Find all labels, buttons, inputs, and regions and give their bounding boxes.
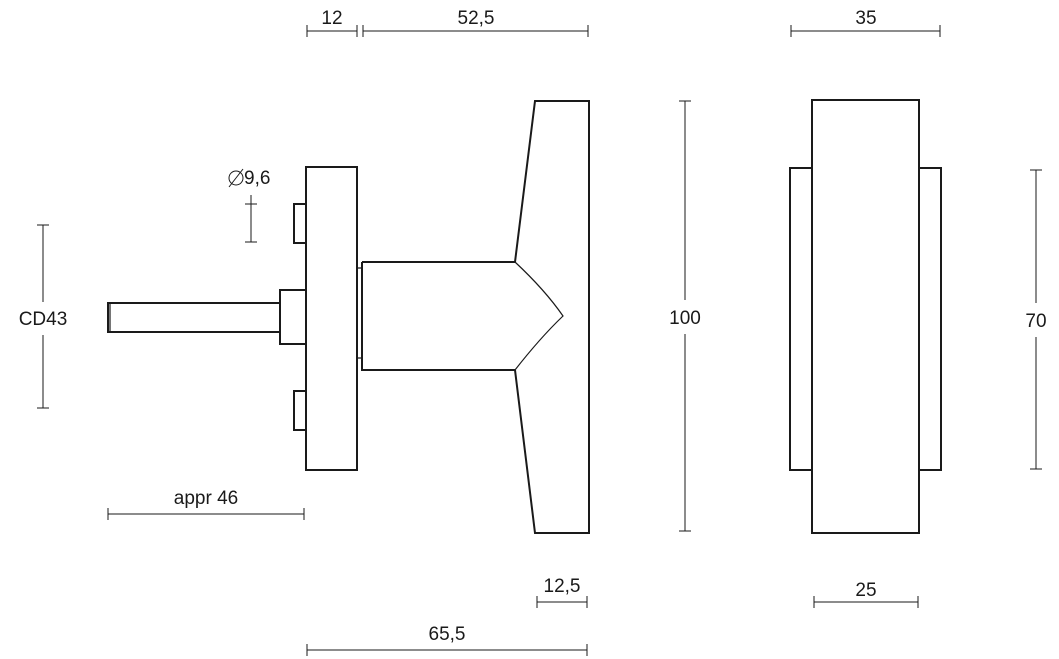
dim-label-52-5: 52,5: [458, 8, 495, 29]
spindle-collar: [279, 289, 307, 345]
dim-label-appr-46: appr 46: [174, 488, 238, 509]
dim-label-cd43: CD43: [19, 309, 68, 330]
dim-label-65-5: 65,5: [429, 624, 466, 645]
dim-label-12-5: 12,5: [544, 576, 581, 597]
diameter-symbol-icon: [228, 168, 244, 188]
dim-label-diameter: 9,6: [244, 168, 270, 189]
dim-label-70: 70: [1025, 311, 1046, 332]
dim-label-35: 35: [855, 8, 876, 29]
front-view: [107, 100, 590, 534]
screw-boss-bottom: [293, 390, 307, 431]
side-grip: [811, 99, 920, 534]
knob-neck: [361, 261, 515, 371]
dim-label-12: 12: [321, 8, 342, 29]
dimension-lines: [37, 25, 1042, 656]
knob-grip: [514, 100, 590, 534]
rose-plate: [305, 166, 358, 471]
spindle: [107, 302, 281, 333]
side-view: [789, 99, 942, 534]
knob-transition: [514, 261, 564, 371]
dim-label-25: 25: [855, 580, 876, 601]
dimension-labels: 12 52,5 35 9,6 CD43 100 70 appr 46 12,5 …: [19, 8, 1047, 645]
screw-boss-top: [293, 203, 307, 244]
dim-label-100: 100: [669, 308, 701, 329]
